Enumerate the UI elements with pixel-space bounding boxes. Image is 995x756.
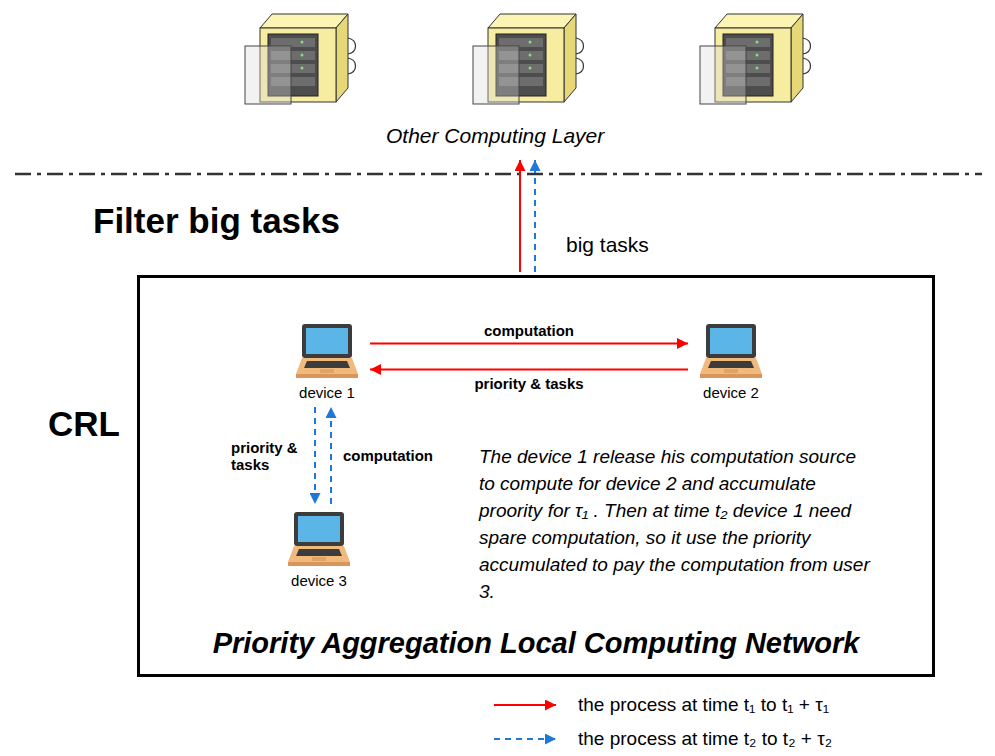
server-icon (245, 14, 356, 104)
legend-item: the process at time t₁ to t₁ + τ₁ (492, 694, 829, 716)
flow-arrow (370, 343, 688, 345)
layer-name: Other Computing Layer (386, 124, 604, 148)
flow-arrow (314, 407, 316, 504)
edge-label: priority & tasks (472, 375, 585, 392)
upload-arrow (519, 160, 521, 272)
section-heading: Filter big tasks (93, 201, 340, 241)
legend-text: the process at time t₂ to t₂ + τ₂ (578, 728, 832, 750)
legend-item: the process at time t₂ to t₂ + τ₂ (492, 728, 832, 750)
device-node: device 1 (290, 322, 364, 401)
edge-label: computation (341, 447, 435, 464)
flow-arrow (370, 369, 688, 371)
device-name: device 2 (698, 384, 764, 401)
legend-line-sample (492, 731, 560, 747)
server-icon (700, 14, 811, 104)
laptop-icon (286, 510, 352, 568)
device-node: device 3 (282, 510, 356, 589)
device-name: device 1 (294, 384, 360, 401)
arrow-label: big tasks (566, 233, 649, 257)
edge-label: priority & tasks (229, 439, 305, 473)
explanation-note: The device 1 release his computation sou… (479, 443, 871, 605)
device-node: device 2 (694, 322, 768, 401)
device-name: device 3 (286, 572, 352, 589)
server-icon (473, 14, 584, 104)
legend-line-sample (492, 697, 560, 713)
layer-divider (15, 173, 982, 176)
upload-arrow (534, 160, 536, 272)
legend-text: the process at time t₁ to t₁ + τ₁ (578, 694, 829, 716)
edge-label: computation (482, 322, 576, 339)
laptop-icon (294, 322, 360, 380)
layer-name: CRL (48, 404, 120, 444)
network-title: Priority Aggregation Local Computing Net… (140, 627, 932, 660)
flow-arrow (330, 407, 332, 504)
laptop-icon (698, 322, 764, 380)
